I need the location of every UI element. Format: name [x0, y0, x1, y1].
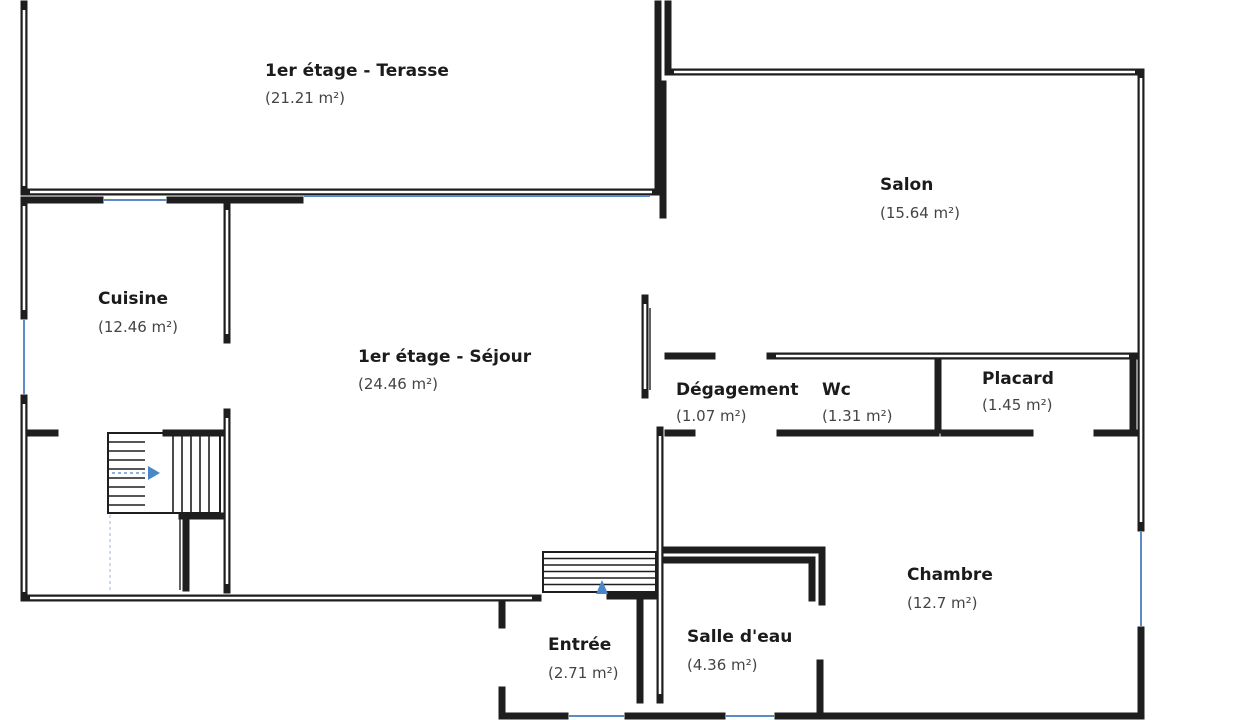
room-name: Cuisine	[98, 289, 168, 309]
wall-cores	[22, 10, 1143, 694]
room-name: Salle d'eau	[687, 627, 792, 647]
windows	[23, 195, 1142, 717]
room-salle-eau: Salle d'eau (4.36 m²)	[687, 627, 792, 674]
room-entree: Entrée (2.71 m²)	[548, 635, 619, 682]
room-cuisine: Cuisine (12.46 m²)	[98, 289, 178, 336]
room-chambre: Chambre (12.7 m²)	[907, 565, 993, 612]
room-name: 1er étage - Terasse	[265, 61, 449, 81]
room-placard: Placard (1.45 m²)	[982, 369, 1054, 414]
room-area: (1.07 m²)	[676, 407, 747, 425]
room-area: (2.71 m²)	[548, 664, 619, 682]
room-area: (21.21 m²)	[265, 89, 345, 107]
room-name: Salon	[880, 175, 933, 195]
room-degagement: Dégagement (1.07 m²)	[676, 380, 798, 425]
room-name: Placard	[982, 369, 1054, 389]
room-name: Entrée	[548, 635, 611, 655]
room-wc: Wc (1.31 m²)	[822, 380, 893, 425]
room-terasse: 1er étage - Terasse (21.21 m²)	[265, 61, 449, 107]
room-area: (24.46 m²)	[358, 375, 438, 393]
entrance-steps	[542, 551, 657, 594]
room-area: (12.46 m²)	[98, 318, 178, 336]
room-area: (15.64 m²)	[880, 204, 960, 222]
room-salon: Salon (15.64 m²)	[880, 175, 960, 222]
room-area: (1.31 m²)	[822, 407, 893, 425]
room-sejour: 1er étage - Séjour (24.46 m²)	[358, 347, 532, 393]
room-area: (1.45 m²)	[982, 396, 1053, 414]
room-area: (12.7 m²)	[907, 594, 978, 612]
room-area: (4.36 m²)	[687, 656, 758, 674]
room-name: 1er étage - Séjour	[358, 347, 532, 367]
room-name: Wc	[822, 380, 851, 400]
staircase	[107, 432, 221, 514]
room-labels: 1er étage - Terasse (21.21 m²) Salon (15…	[98, 61, 1054, 682]
room-name: Dégagement	[676, 380, 798, 400]
room-name: Chambre	[907, 565, 993, 585]
